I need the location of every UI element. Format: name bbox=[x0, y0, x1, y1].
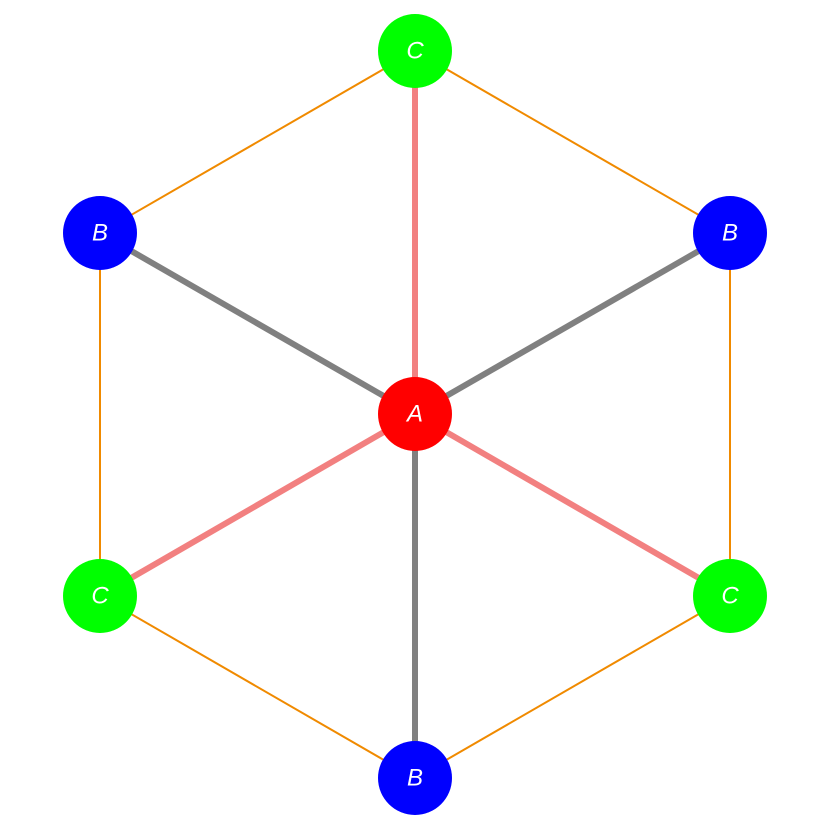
node-upper-right-label: B bbox=[722, 220, 738, 247]
edge-top-to-upper-right bbox=[414, 50, 731, 234]
node-center: A bbox=[378, 377, 452, 451]
node-top: C bbox=[378, 14, 452, 88]
edge-center-to-lower-left bbox=[98, 411, 417, 599]
edge-bottom-to-lower-left bbox=[99, 595, 416, 779]
node-bottom-label: B bbox=[407, 765, 423, 792]
edge-center-to-upper-right bbox=[413, 230, 732, 417]
node-bottom: B bbox=[378, 741, 452, 815]
edge-center-to-upper-left bbox=[98, 230, 417, 417]
node-lower-right-label: C bbox=[721, 583, 739, 610]
node-top-circle bbox=[378, 14, 452, 88]
node-lower-left-label: C bbox=[91, 583, 109, 610]
edge-layer bbox=[98, 50, 732, 779]
node-lower-left-circle bbox=[63, 559, 137, 633]
node-lower-right-circle bbox=[693, 559, 767, 633]
node-upper-right-circle bbox=[693, 196, 767, 270]
node-upper-left-label: B bbox=[92, 220, 108, 247]
node-center-label: A bbox=[405, 401, 423, 428]
edge-upper-left-to-top bbox=[99, 50, 416, 234]
node-upper-left: B bbox=[63, 196, 137, 270]
node-upper-left-circle bbox=[63, 196, 137, 270]
node-lower-right: C bbox=[693, 559, 767, 633]
node-lower-left: C bbox=[63, 559, 137, 633]
node-upper-right: B bbox=[693, 196, 767, 270]
node-bottom-circle bbox=[378, 741, 452, 815]
node-center-circle bbox=[378, 377, 452, 451]
node-top-label: C bbox=[406, 38, 424, 65]
edge-center-to-lower-right bbox=[413, 411, 732, 599]
edge-lower-right-to-bottom bbox=[414, 595, 731, 779]
